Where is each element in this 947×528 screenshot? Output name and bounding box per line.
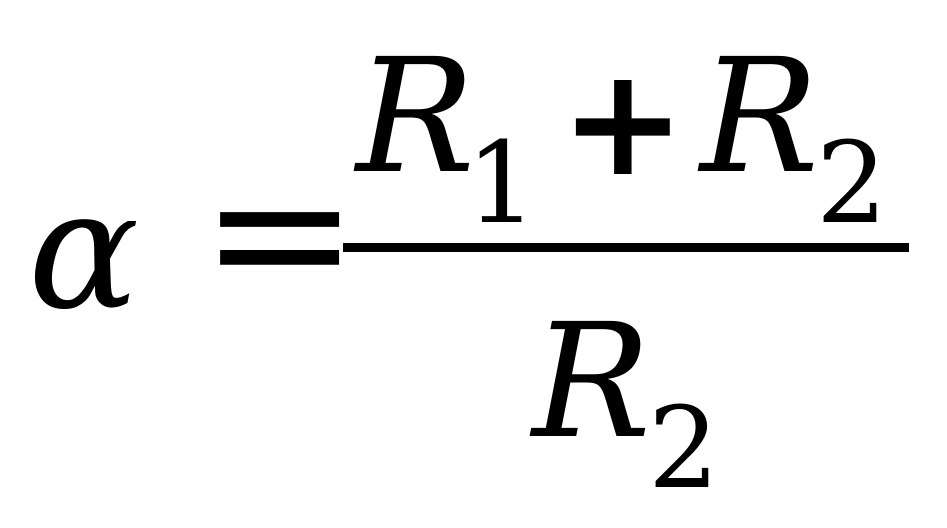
plus-operator: + [560,36,686,210]
denominator-term-subscript: 2 [648,384,720,514]
equals-sign: = [200,122,360,343]
denominator-term-base: R [532,290,651,474]
numerator-term1-subscript: 1 [466,119,538,249]
alpha-symbol: α [28,154,140,346]
numerator-term2-base: R [700,25,819,209]
numerator-term2-subscript: 2 [816,119,888,249]
numerator-term1-base: R [356,25,475,209]
fraction-bar [343,243,909,252]
